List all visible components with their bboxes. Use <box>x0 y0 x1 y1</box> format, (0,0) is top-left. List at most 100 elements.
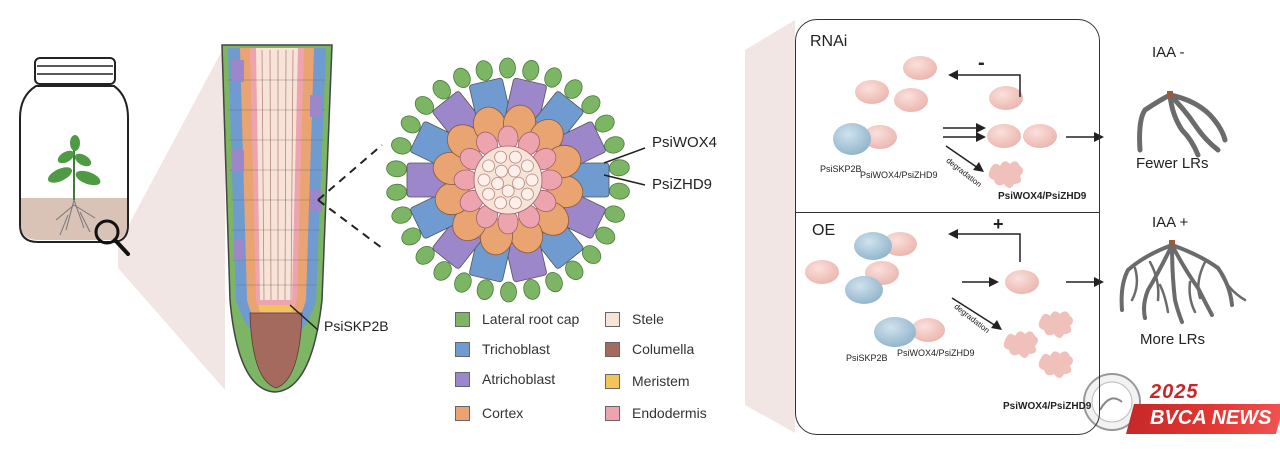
legend-item: Lateral root cap <box>455 311 579 327</box>
stele-cell <box>507 164 521 178</box>
legend-item: Stele <box>605 311 664 327</box>
pointer-psiwox4 <box>603 147 646 164</box>
stele-cell <box>494 150 507 164</box>
lateral-root-cap-cell <box>565 260 584 281</box>
lateral-root-cap-cell <box>595 226 616 245</box>
legend-item: Meristem <box>605 373 690 389</box>
zoom-projection-jar <box>118 45 225 390</box>
lateral-root-cap-cell <box>433 261 452 281</box>
lateral-root-cap-cell <box>453 67 471 88</box>
legend-item: Columella <box>605 341 694 357</box>
stele-cell <box>477 173 491 187</box>
stele-cell <box>512 176 525 190</box>
legend-swatch <box>605 341 620 357</box>
oe-wox-label: PsiWOX4/PsiZHD9 <box>897 348 975 358</box>
lateral-root-cap-cell <box>604 136 625 154</box>
lateral-root-cap-cell <box>564 79 583 99</box>
oe-outcome-label: More LRs <box>1140 331 1206 348</box>
oe-title: OE <box>812 222 836 239</box>
stele-cell <box>482 187 495 201</box>
lateral-root-cap-cell <box>545 272 563 293</box>
lateral-root-cap-cell <box>522 60 540 81</box>
lateral-root-cap-cell <box>500 281 517 303</box>
legend-label: Meristem <box>632 373 690 389</box>
legend-label: Lateral root cap <box>482 311 580 327</box>
lateral-root-cap-cell <box>475 60 493 81</box>
stele-cell <box>495 164 508 178</box>
lateral-root-cap-cell <box>414 96 434 115</box>
mechanism-panel <box>795 19 1100 435</box>
watermark-text: BVCA NEWS <box>1150 407 1272 429</box>
stele-cell <box>521 187 534 201</box>
oe-hormone-label: IAA + <box>1152 214 1189 231</box>
legend-swatch <box>455 311 470 327</box>
rnai-hormone-label: IAA - <box>1152 44 1185 61</box>
legend-item: Cortex <box>455 405 523 421</box>
lateral-root-cap-cell <box>391 137 412 155</box>
lateral-root-cap-cell <box>454 272 472 293</box>
legend-label: Atrichoblast <box>482 371 556 387</box>
lateral-root-cap-cell <box>400 115 421 134</box>
rnai-wox-label: PsiWOX4/PsiZHD9 <box>860 170 938 180</box>
legend-swatch <box>605 373 620 389</box>
stele-cell <box>509 150 522 164</box>
watermark-year: 2025 <box>1150 381 1199 403</box>
zoom-line-top <box>317 144 383 201</box>
legend-label: Cortex <box>482 405 524 421</box>
pointer-psizhd9 <box>603 174 646 186</box>
stele-cell <box>501 184 515 198</box>
lateral-root-cap-cell <box>582 245 602 264</box>
legend-swatch <box>455 371 470 387</box>
stele-cell <box>491 177 504 190</box>
root-cross-section <box>386 57 630 303</box>
lateral-root-cap-cell <box>523 279 541 300</box>
lateral-root-cap-cell <box>386 160 407 178</box>
panel-divider <box>795 212 1100 213</box>
zoom-line-bottom <box>317 199 383 249</box>
rnai-product-label: PsiWOX4/PsiZHD9 <box>998 191 1087 202</box>
legend-item: Endodermis <box>605 405 707 421</box>
few-lateral-roots-icon <box>1137 91 1228 158</box>
label-psizhd9: PsiZHD9 <box>652 176 713 193</box>
stele-cell <box>482 159 495 173</box>
legend-swatch <box>455 341 470 357</box>
lateral-root-cap-cell <box>391 206 412 224</box>
lateral-root-cap-cell <box>432 79 451 100</box>
rnai-title: RNAi <box>810 33 848 50</box>
label-psiskp2b-root: PsiSKP2B <box>324 318 389 334</box>
root-tip-diagram <box>221 44 333 393</box>
oe-product-label: PsiWOX4/PsiZHD9 <box>1003 401 1092 412</box>
stele-cell <box>509 196 522 210</box>
stele-cell <box>525 173 539 187</box>
rnai-feedback-sign: - <box>978 52 985 74</box>
legend-label: Trichoblast <box>482 341 550 357</box>
lateral-root-cap-cell <box>604 205 625 223</box>
legend-swatch <box>605 405 620 421</box>
label-psiwox4: PsiWOX4 <box>652 134 718 151</box>
jar-icon <box>19 57 130 256</box>
legend-swatch <box>605 311 620 327</box>
lateral-root-cap-cell <box>499 57 516 79</box>
lateral-root-cap-cell <box>401 227 422 246</box>
lateral-root-cap-cell <box>608 159 630 177</box>
legend-item: Trichoblast <box>455 341 550 357</box>
oe-feedback-sign: + <box>993 214 1004 234</box>
rnai-skp2b-label: PsiSKP2B <box>820 164 862 174</box>
lateral-root-cap-cell <box>609 182 630 200</box>
rnai-diagram <box>833 56 1104 188</box>
lateral-root-cap-cell <box>476 279 494 300</box>
many-lateral-roots-icon <box>1119 240 1247 324</box>
lateral-root-cap-cell <box>544 67 562 88</box>
oe-diagram <box>805 229 1104 378</box>
zoom-projection-panel <box>745 20 795 433</box>
oe-skp2b-label: PsiSKP2B <box>846 353 888 363</box>
stele-cell <box>494 196 507 210</box>
legend-label: Columella <box>632 341 695 357</box>
legend-label: Endodermis <box>632 405 707 421</box>
lateral-root-cap-cell <box>594 114 615 133</box>
legend-label: Stele <box>632 311 664 327</box>
legend-swatch <box>455 405 470 421</box>
legend-item: Atrichoblast <box>455 371 555 387</box>
rnai-outcome-label: Fewer LRs <box>1136 155 1209 172</box>
